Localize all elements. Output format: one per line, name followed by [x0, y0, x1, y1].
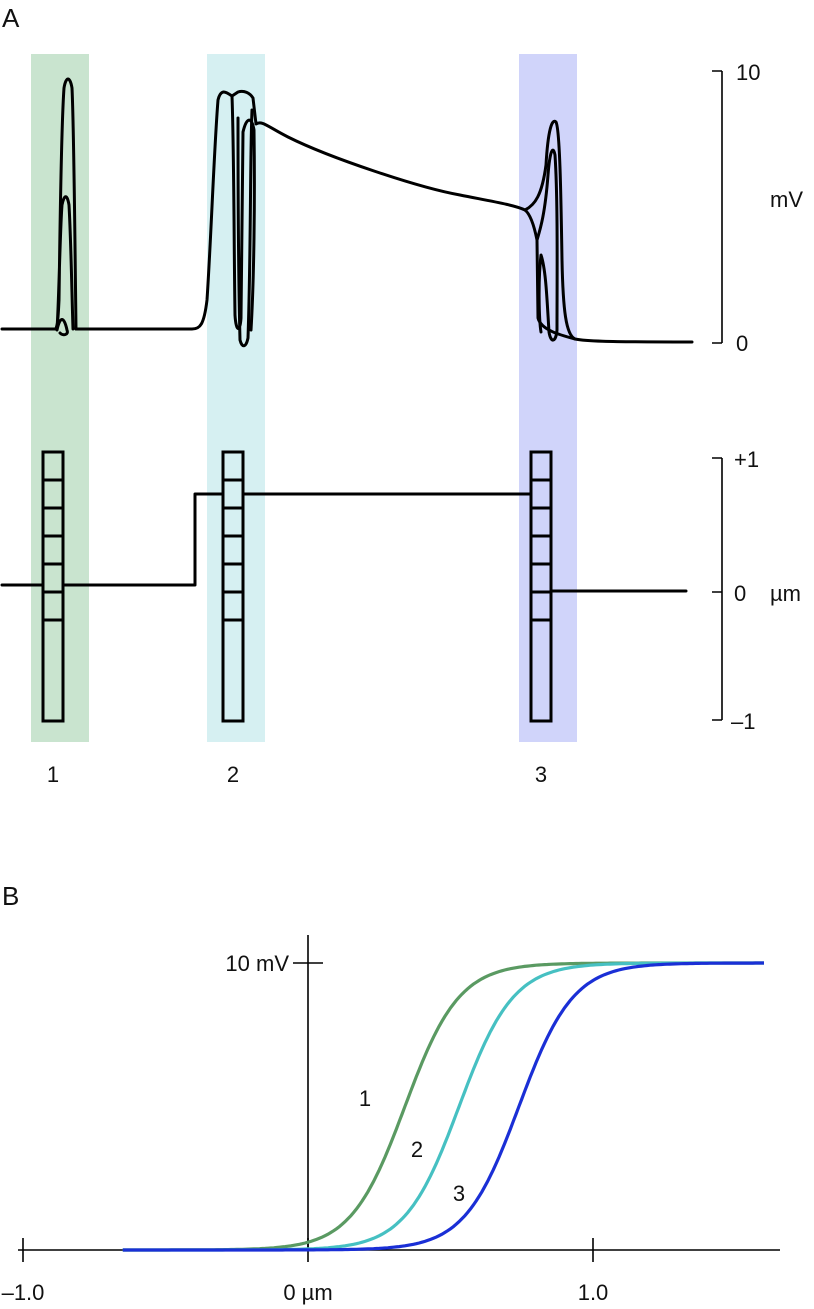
hair-bundle-3	[529, 450, 553, 723]
position-scale-top-label: +1	[734, 447, 759, 472]
panel-a: A 10 0 mV	[0, 3, 803, 787]
voltage-trace-window-2	[230, 94, 256, 348]
x-ticks: –1.0 0 µm 1.0	[2, 1238, 609, 1305]
position-scale-bottom-label: –1	[731, 709, 755, 734]
curve-label-1: 1	[359, 1086, 371, 1111]
voltage-scale-bar: 10 0 mV	[712, 60, 803, 356]
position-scale-middle-label: 0	[734, 581, 746, 606]
voltage-trace-baseline	[0, 89, 694, 344]
voltage-trace-window-1	[53, 77, 78, 337]
band-number-3: 3	[535, 762, 547, 787]
band-number-1: 1	[47, 762, 59, 787]
panel-b: B 10 mV –1.0 0 µm 1.0 1 2 3	[2, 881, 780, 1305]
hair-bundle-2	[221, 450, 245, 723]
x-tick-label-1: 0 µm	[283, 1280, 332, 1305]
curve-label-3: 3	[453, 1181, 465, 1206]
voltage-trace-window-3	[523, 119, 577, 342]
voltage-traces	[0, 77, 694, 348]
curve-2	[122, 961, 764, 1252]
curve-label-2: 2	[411, 1137, 423, 1162]
hair-bundle-1	[41, 450, 65, 723]
position-scale-line	[712, 457, 723, 721]
displacement-trace	[0, 492, 688, 593]
curves	[122, 961, 764, 1252]
voltage-scale-top-label: 10	[736, 60, 760, 85]
voltage-scale-bottom-label: 0	[736, 331, 748, 356]
voltage-scale-line	[712, 70, 723, 344]
band-number-2: 2	[227, 762, 239, 787]
voltage-scale-unit: mV	[770, 187, 803, 212]
x-tick-label-0: –1.0	[2, 1280, 45, 1305]
curve-1	[122, 961, 764, 1252]
panel-b-label: B	[2, 881, 19, 911]
position-scale-unit: µm	[770, 581, 801, 606]
x-tick-label-2: 1.0	[578, 1280, 609, 1305]
curve-labels: 1 2 3	[359, 1086, 465, 1206]
curve-3	[122, 961, 764, 1252]
panel-a-label: A	[2, 3, 20, 33]
position-scale-bar: +1 0 µm –1	[712, 447, 801, 734]
y-tick-label: 10 mV	[225, 951, 289, 976]
